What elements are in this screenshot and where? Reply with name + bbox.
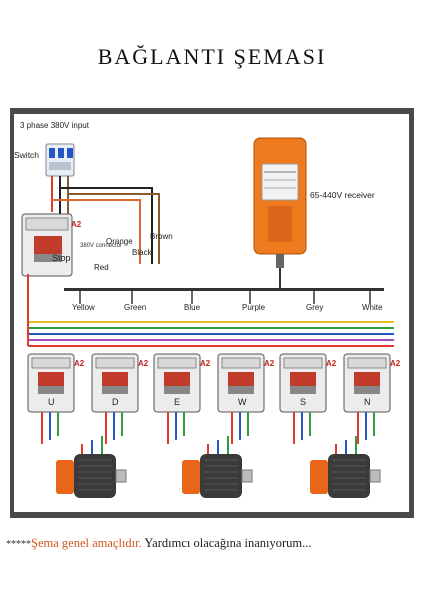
contactor-a2-label: A2 <box>138 359 149 368</box>
contactor-u: A2U <box>27 353 85 413</box>
contactor-a2-label: A2 <box>74 359 85 368</box>
receiver-label: 65-440V receiver <box>310 190 375 200</box>
contactor-a2-label: A2 <box>200 359 211 368</box>
contactor-e: A2E <box>153 353 211 413</box>
brown-wire-label: Brown <box>150 232 173 241</box>
black-wire-label: Black <box>132 248 153 257</box>
contactor-label: S <box>300 397 306 407</box>
bus-label-purple: Purple <box>242 303 266 312</box>
stop-label: Stop <box>52 253 71 263</box>
contactor-s: A2S <box>279 353 337 413</box>
footer-text: Yardımcı olacağına inanıyorum... <box>141 536 312 550</box>
contactor-a2-label: A2 <box>390 359 401 368</box>
footer-note: *****Şema genel amaçlıdır. Yardımcı olac… <box>6 536 424 551</box>
bus-label-yellow: Yellow <box>72 303 95 312</box>
switch-label: Switch <box>14 150 39 160</box>
trunk-bar <box>64 288 384 291</box>
page-title: BAĞLANTI ŞEMASI <box>97 44 327 69</box>
footer-highlight: Şema genel amaçlıdır. <box>31 536 142 550</box>
red-wire-label: Red <box>94 263 109 272</box>
motor-3 <box>310 454 381 498</box>
contactor-label: D <box>112 397 119 407</box>
diagram-canvas: 3 phase 380V input Switch A2 Stop 380V c… <box>14 114 409 512</box>
switch-breaker <box>45 143 75 177</box>
motor-2 <box>182 454 253 498</box>
stop-contactor <box>21 213 73 277</box>
connector-label: 380V connector <box>80 243 122 249</box>
contactor-a2-label: A2 <box>326 359 337 368</box>
stop-a2-label: A2 <box>71 220 82 229</box>
contactor-label: N <box>364 397 371 407</box>
bus-label-green: Green <box>124 303 146 312</box>
input-label: 3 phase 380V input <box>20 121 90 130</box>
receiver-unit <box>253 137 307 268</box>
bus-label-white: White <box>362 303 383 312</box>
bus-label-grey: Grey <box>306 303 323 312</box>
contactor-a2-label: A2 <box>264 359 275 368</box>
motor-1 <box>56 454 127 498</box>
contactor-w: A2W <box>217 353 275 413</box>
bus-label-blue: Blue <box>184 303 201 312</box>
diagram-frame: 3 phase 380V input Switch A2 Stop 380V c… <box>10 108 414 518</box>
contactor-label: E <box>174 397 180 407</box>
contactor-d: A2D <box>91 353 149 413</box>
contactor-n: A2N <box>343 353 401 413</box>
footer-stars: ***** <box>6 539 31 550</box>
orange-wire-label: Orange <box>106 237 133 246</box>
contactor-label: W <box>238 397 247 407</box>
wiring-diagram: 3 phase 380V input Switch A2 Stop 380V c… <box>14 121 401 498</box>
contactor-label: U <box>48 397 55 407</box>
